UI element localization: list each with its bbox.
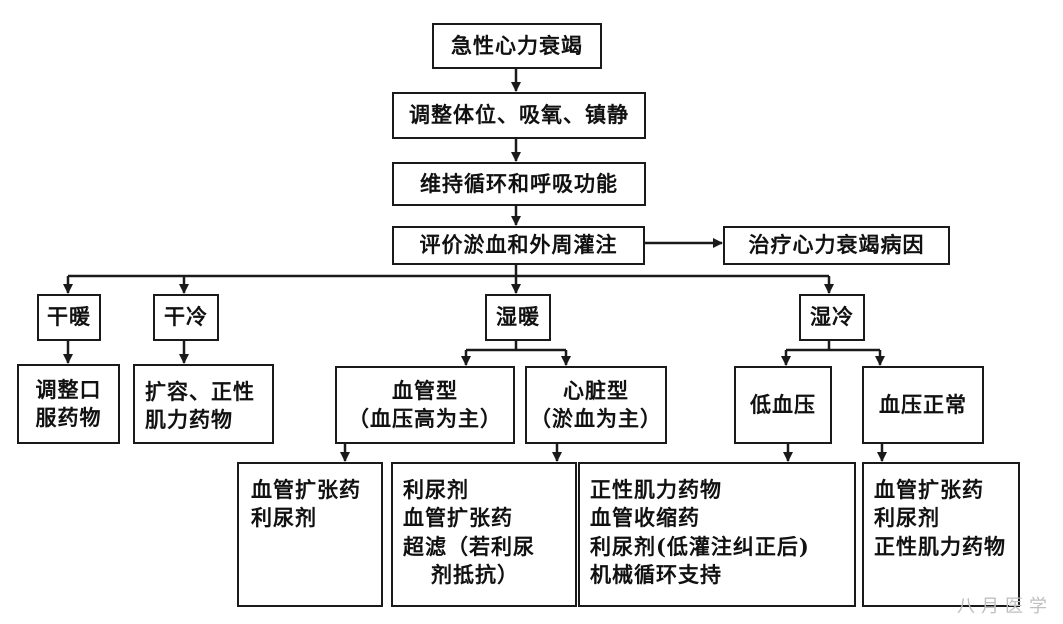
dry-warm-treatment-line-2: 服药物 xyxy=(35,405,102,430)
low-bp-label: 低血压 xyxy=(750,391,816,417)
low-bp-treatment-line-4: 机械循环支持 xyxy=(590,562,722,588)
dry-cold-node: 干冷 xyxy=(153,294,219,341)
vascular-treatment-line-1: 血管扩张药 xyxy=(251,477,361,502)
step3-node-label: 评价淤血和外周灌注 xyxy=(419,232,618,258)
low-bp-treatment-line-1: 正性肌力药物 xyxy=(590,477,722,502)
normal-bp-treatment-node: 血管扩张药 利尿剂 正性肌力药物 xyxy=(862,462,1020,607)
cardiac-treatment-node: 利尿剂 血管扩张药 超滤（若利尿 剂抵抗） xyxy=(391,462,577,607)
normal-bp-label: 血压正常 xyxy=(879,391,967,417)
step2-node: 维持循环和呼吸功能 xyxy=(392,162,646,206)
cardiac-treatment-line-2: 血管扩张药 xyxy=(403,505,513,531)
vascular-treatment-line-2: 利尿剂 xyxy=(251,505,317,531)
cardiac-type-node: 心脏型 （淤血为主） xyxy=(525,366,667,444)
vascular-treatment-node: 血管扩张药 利尿剂 xyxy=(237,462,383,607)
dry-cold-treatment-node: 扩容、正性 肌力药物 xyxy=(133,364,274,444)
cardiac-treatment-line-1: 利尿剂 xyxy=(403,477,469,502)
root-node-label: 急性心力衰竭 xyxy=(451,32,583,58)
dry-warm-node: 干暖 xyxy=(37,294,101,341)
dry-warm-treatment-line-1: 调整口 xyxy=(35,376,102,402)
wet-cold-label: 湿冷 xyxy=(810,304,854,330)
low-bp-treatment-line-3: 利尿剂(低灌注纠正后) xyxy=(590,533,810,559)
vascular-type-line-1: 血管型 xyxy=(392,377,458,403)
low-bp-node: 低血压 xyxy=(734,366,832,444)
dry-warm-treatment-node: 调整口 服药物 xyxy=(17,364,120,444)
root-node: 急性心力衰竭 xyxy=(432,23,602,69)
low-bp-treatment-node: 正性肌力药物 血管收缩药 利尿剂(低灌注纠正后) 机械循环支持 xyxy=(578,462,856,607)
dry-warm-label: 干暖 xyxy=(47,304,91,330)
step1-node-label: 调整体位、吸氧、镇静 xyxy=(409,102,629,128)
vascular-type-line-2: （血压高为主） xyxy=(348,406,502,431)
step2-node-label: 维持循环和呼吸功能 xyxy=(420,170,618,196)
step1-node: 调整体位、吸氧、镇静 xyxy=(392,92,646,139)
watermark-text: 八月医学 xyxy=(957,596,1053,617)
normal-bp-treatment-line-2: 利尿剂 xyxy=(874,505,940,531)
cardiac-type-line-1: 心脏型 xyxy=(563,377,629,403)
dry-cold-label: 干冷 xyxy=(164,304,208,330)
cardiac-treatment-line-3: 超滤（若利尿 xyxy=(403,533,535,559)
step3-node: 评价淤血和外周灌注 xyxy=(392,226,645,265)
dry-cold-treatment-line-1: 扩容、正性 xyxy=(145,379,255,404)
normal-bp-treatment-line-1: 血管扩张药 xyxy=(874,477,984,502)
wet-warm-label: 湿暖 xyxy=(496,304,540,330)
normal-bp-node: 血压正常 xyxy=(862,366,984,444)
vascular-type-node: 血管型 （血压高为主） xyxy=(335,366,515,444)
wet-cold-node: 湿冷 xyxy=(799,294,865,341)
cause-treatment-node: 治疗心力衰竭病因 xyxy=(723,226,950,265)
dry-cold-treatment-line-2: 肌力药物 xyxy=(145,407,233,433)
cardiac-type-line-2: （淤血为主） xyxy=(530,406,662,431)
cardiac-treatment-line-4: 剂抵抗） xyxy=(431,562,519,588)
cause-treatment-label: 治疗心力衰竭病因 xyxy=(748,232,925,258)
wet-warm-node: 湿暖 xyxy=(485,294,551,341)
normal-bp-treatment-line-3: 正性肌力药物 xyxy=(874,533,1006,559)
low-bp-treatment-line-2: 血管收缩药 xyxy=(590,505,700,531)
